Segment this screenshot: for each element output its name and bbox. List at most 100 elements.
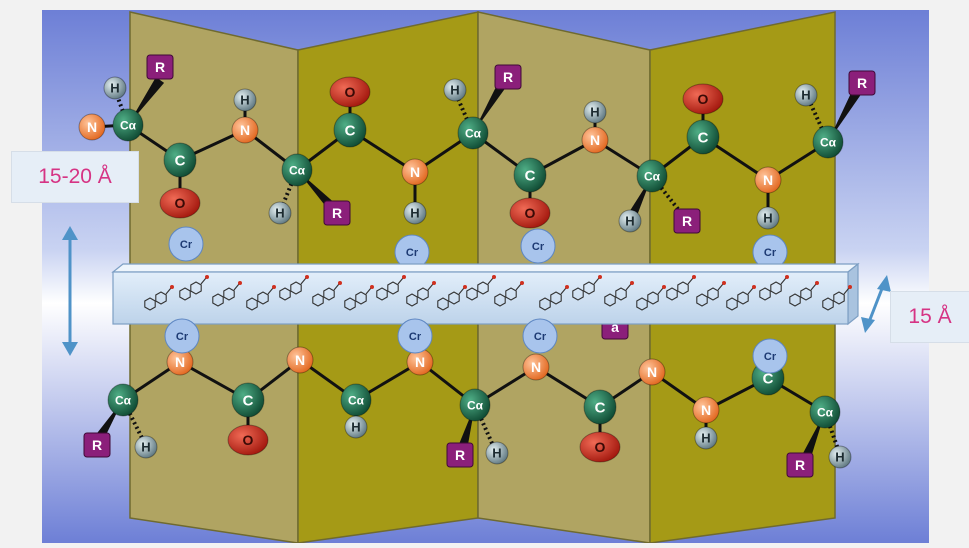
fibril-molecule-17: [696, 281, 726, 307]
svg-text:H: H: [701, 431, 710, 446]
top-r-2: R: [323, 200, 351, 226]
bottom-atom-6: Cα: [459, 388, 491, 422]
svg-text:O: O: [525, 205, 536, 221]
fibril-bar-top: [111, 263, 860, 273]
fibril-width-label: 15 Å: [891, 292, 969, 342]
bottom-side-atom-1: H: [344, 415, 368, 439]
cr-lower-2: Cr: [522, 318, 558, 354]
top-atom-10: Cα: [636, 159, 668, 193]
bottom-atom-10: N: [692, 396, 720, 424]
top-atom-13: Cα: [812, 125, 844, 159]
fibril-molecule-4: [279, 275, 309, 301]
bottom-side-atom-2: O: [579, 431, 621, 463]
svg-text:Cr: Cr: [764, 351, 777, 363]
svg-text:C: C: [698, 129, 709, 146]
svg-text:O: O: [595, 439, 606, 455]
top-h-5: H: [794, 83, 818, 107]
cr-lower-1: Cr: [397, 318, 433, 354]
top-r-4: R: [673, 208, 701, 234]
svg-text:Cα: Cα: [348, 393, 365, 407]
fibril-bar: [111, 262, 860, 326]
svg-text:R: R: [455, 447, 465, 463]
bottom-h-2: H: [485, 441, 509, 465]
svg-text:N: N: [240, 122, 250, 138]
top-h-1: H: [103, 76, 127, 100]
top-h-3: H: [443, 78, 467, 102]
bottom-atom-2: C: [231, 382, 265, 418]
top-side-atom-6: H: [583, 100, 607, 124]
svg-text:N: N: [763, 172, 773, 188]
svg-text:C: C: [345, 122, 356, 139]
svg-text:Cα: Cα: [120, 118, 137, 132]
svg-text:Cr: Cr: [406, 247, 419, 259]
svg-text:O: O: [243, 432, 254, 448]
fibril-molecule-2: [212, 281, 242, 307]
svg-text:Cr: Cr: [180, 239, 193, 251]
top-side-atom-7: H: [756, 206, 780, 230]
fibril-molecule-0: [144, 285, 174, 311]
svg-text:Cα: Cα: [817, 405, 834, 419]
fibril-molecule-18: [726, 285, 756, 311]
top-atom-1: Cα: [112, 108, 144, 142]
svg-text:Cr: Cr: [409, 331, 422, 343]
bottom-atom-12: Cα: [809, 395, 841, 429]
svg-text:H: H: [110, 81, 119, 96]
fibril-molecule-8: [406, 281, 436, 307]
top-r-1: R: [146, 54, 174, 80]
svg-text:Cα: Cα: [644, 169, 661, 183]
svg-text:R: R: [503, 69, 513, 85]
bottom-atom-4: Cα: [340, 383, 372, 417]
svg-text:N: N: [701, 402, 711, 418]
sheet-spacing-arrow: [62, 226, 78, 356]
top-atom-7: Cα: [457, 116, 489, 150]
svg-text:Cr: Cr: [534, 331, 547, 343]
fibril-width-arrow: [861, 275, 891, 333]
top-h-4: H: [618, 209, 642, 233]
bottom-atom-0: Cα: [107, 383, 139, 417]
svg-text:H: H: [240, 93, 249, 108]
fibril-molecule-9: [437, 285, 467, 311]
svg-text:H: H: [801, 88, 810, 103]
svg-text:Cα: Cα: [465, 126, 482, 140]
cr-lower-0: Cr: [164, 318, 200, 354]
fibril-molecule-11: [494, 281, 524, 307]
svg-text:Cr: Cr: [176, 331, 189, 343]
top-atom-0: N: [78, 113, 106, 141]
svg-text:Cα: Cα: [820, 135, 837, 149]
fibril-molecule-7: [376, 275, 406, 301]
top-atom-4: Cα: [281, 153, 313, 187]
svg-text:H: H: [590, 105, 599, 120]
bottom-r-1: R: [83, 432, 111, 458]
svg-text:C: C: [243, 392, 254, 409]
bottom-r-2: R: [446, 442, 474, 468]
svg-text:H: H: [141, 440, 150, 455]
svg-text:Cα: Cα: [115, 393, 132, 407]
svg-text:O: O: [698, 91, 709, 107]
svg-text:H: H: [275, 206, 284, 221]
svg-text:N: N: [175, 354, 185, 370]
bottom-r-3: R: [786, 452, 814, 478]
svg-text:Cr: Cr: [764, 247, 777, 259]
svg-text:N: N: [415, 354, 425, 370]
bottom-atom-1: N: [166, 348, 194, 376]
svg-text:H: H: [450, 83, 459, 98]
top-atom-9: N: [581, 126, 609, 154]
bottom-atom-8: C: [583, 389, 617, 425]
sheet-spacing-label: 15-20 Å: [12, 152, 138, 202]
svg-text:C: C: [763, 370, 774, 387]
fibril-molecule-21: [822, 285, 852, 311]
svg-text:N: N: [410, 164, 420, 180]
svg-text:O: O: [175, 195, 186, 211]
bottom-atom-7: N: [522, 353, 550, 381]
top-r-3: R: [494, 64, 522, 90]
top-r-5: R: [848, 70, 876, 96]
fibril-molecule-5: [312, 281, 342, 307]
fibril-molecule-14: [604, 281, 634, 307]
fibril-bar-front: [112, 271, 849, 325]
fibril-bar-side: [847, 262, 859, 326]
top-h-2: H: [268, 201, 292, 225]
svg-text:H: H: [625, 214, 634, 229]
